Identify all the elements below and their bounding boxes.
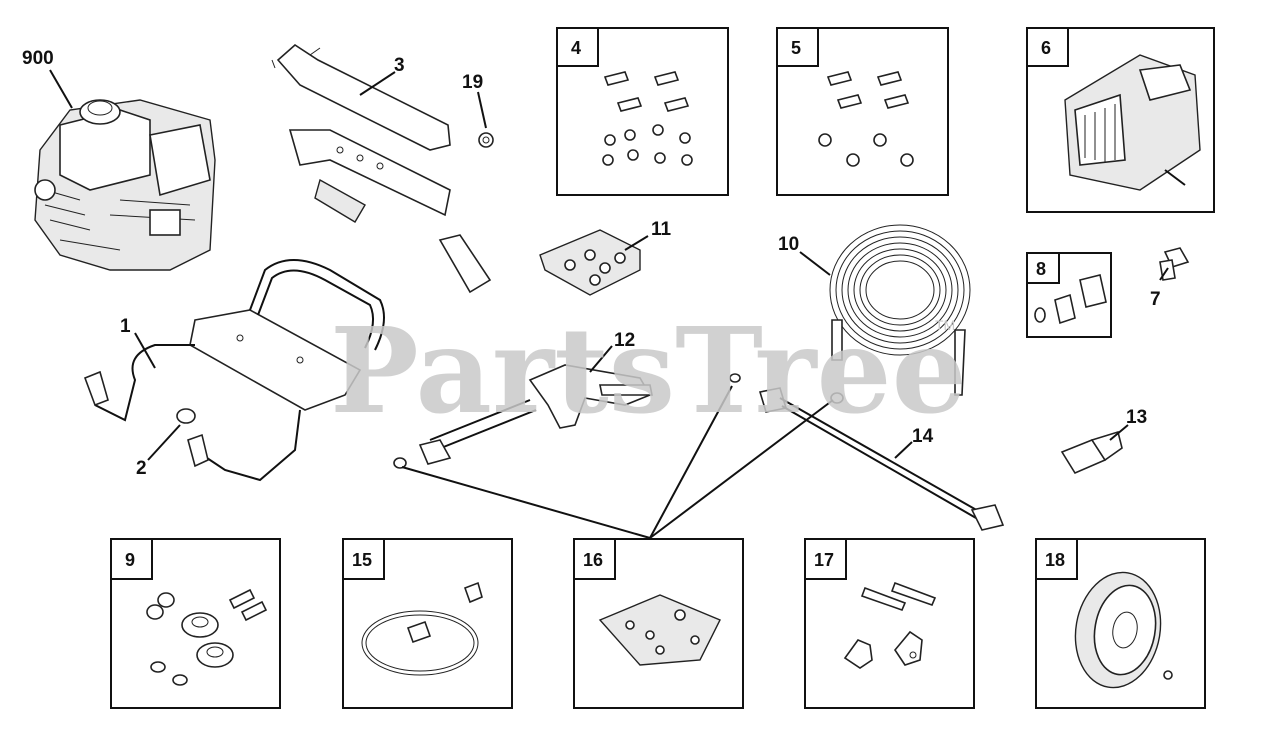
kit-label-5: 5 (791, 38, 801, 58)
callout-900: 900 (22, 48, 54, 69)
frame-bar-drawing[interactable] (271, 43, 492, 294)
wand-drawing[interactable] (729, 373, 1005, 531)
kit-label-6: 6 (1041, 38, 1051, 58)
callout-14: 14 (912, 426, 934, 447)
kit-box-6[interactable] (1026, 27, 1215, 213)
kit-label-4: 4 (571, 38, 581, 58)
engine-drawing[interactable] (34, 99, 216, 271)
kit-box-16[interactable] (573, 538, 744, 709)
kit-label-17: 17 (814, 550, 834, 570)
connector-drawing[interactable] (1060, 430, 1123, 475)
kit-label-9: 9 (125, 550, 135, 570)
callout-19: 19 (462, 72, 483, 93)
callout-7: 7 (1150, 289, 1161, 310)
watermark-text: PartsTree (330, 301, 967, 440)
handle-frame-drawing[interactable] (83, 259, 385, 482)
kit-box-8[interactable] (1026, 252, 1112, 338)
callout-12: 12 (614, 330, 635, 351)
leader-lines (49, 69, 1169, 539)
kit-box-5[interactable] (776, 27, 949, 196)
callout-10: 10 (778, 234, 799, 255)
kit-label-15: 15 (352, 550, 372, 570)
callout-2: 2 (136, 458, 147, 479)
callout-13: 13 (1126, 407, 1147, 428)
callout-3: 3 (394, 55, 405, 76)
kit-box-9[interactable] (110, 538, 281, 709)
hose-drawing[interactable] (829, 224, 971, 404)
watermark-trademark: TM (935, 317, 955, 333)
callout-11: 11 (651, 219, 672, 240)
kit-box-18[interactable] (1035, 538, 1206, 709)
callout-1: 1 (120, 316, 131, 337)
cord-clip-drawing[interactable] (539, 229, 641, 296)
spray-gun-drawing[interactable] (393, 364, 653, 469)
rubber-foot-drawing[interactable] (176, 408, 196, 424)
nut-drawing[interactable] (478, 132, 494, 148)
kit-box-17[interactable] (804, 538, 975, 709)
kit-label-16: 16 (583, 550, 603, 570)
kit-box-15[interactable] (342, 538, 513, 709)
kit-label-18: 18 (1045, 550, 1065, 570)
kit-box-4[interactable] (556, 27, 729, 196)
kit-label-8: 8 (1036, 259, 1046, 279)
